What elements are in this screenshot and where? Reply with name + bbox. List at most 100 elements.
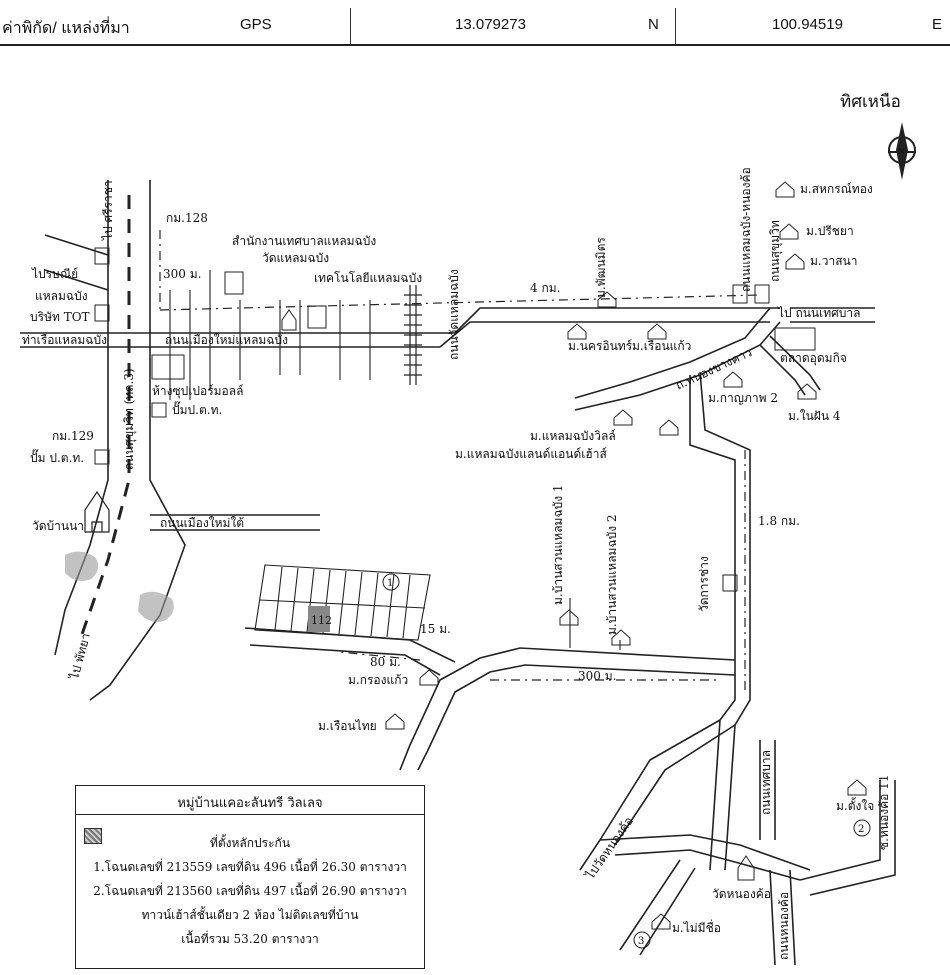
svg-text:N: N: [898, 147, 905, 156]
label-wat-bannoi: วัดบ้านนา: [32, 519, 84, 533]
label-tech: เทคโนโลยีแหลมฉบัง: [314, 271, 422, 285]
label-laemchabang: แหลมฉบัง: [35, 289, 88, 303]
house-icon: [647, 323, 667, 340]
house-icon: [659, 419, 679, 436]
house-icon: [611, 629, 631, 646]
label-road-right-top: ถนนสุขุมวิท: [768, 220, 783, 282]
lon-dir: E: [932, 16, 943, 33]
road-south-b: [699, 371, 751, 871]
label-80m: 80 ม.: [370, 655, 401, 669]
label-m-krongkaew: ม.กรองแก้ว: [348, 673, 408, 687]
label-pump2: ปั๊ม ป.ต.ท.: [30, 449, 84, 465]
label-300m-b: 300 ม.: [578, 669, 616, 683]
svg-text:3: 3: [638, 936, 644, 947]
house-icon: [651, 913, 671, 930]
house-icon: [775, 181, 795, 198]
label-municipality: สำนักงานเทศบาลแหลมฉบัง: [232, 234, 376, 248]
road-lower-diag: [579, 719, 736, 871]
route-dash-west: [339, 651, 720, 681]
label-postoffice: ไปรษณีย์: [31, 267, 78, 281]
house-icon: [419, 669, 439, 686]
label-m-wasana: ม.วาสนา: [810, 254, 857, 268]
sukhumvit-highway: [44, 180, 186, 701]
label-citygate-road: ถนนเมืองใหม่แหลมฉบัง: [165, 333, 288, 347]
legend-swatch-label: ที่ตั้งหลักประกัน: [209, 836, 291, 850]
north-label: ทิศเหนือ: [840, 92, 901, 112]
label-supermarket: ห้างซุปเปอร์มอลล์: [152, 384, 243, 399]
label-1-8km: 1.8 กม.: [758, 514, 800, 528]
label-m-naifan: ม.ในฝัน 4: [788, 409, 841, 423]
label-watdu: วัดการช่าง: [697, 556, 711, 612]
temple-icon: [281, 309, 297, 331]
house-icon: [559, 609, 579, 626]
plot-number: 112: [311, 614, 332, 627]
label-to-pattaya: ไป พัทยา: [67, 632, 93, 682]
label-sukhumvit: ถนนสุขุมวิท (ทล.3): [122, 368, 137, 470]
coordinate-header: ค่าพิกัด/ แหล่งที่มา GPS 13.079273 N 100…: [0, 0, 950, 46]
collateral-swatch: [84, 828, 102, 844]
svg-text:1: 1: [387, 578, 393, 589]
label-m-sahakorn: ม.สหกรณ์ทอง: [800, 182, 873, 196]
label-m-pattana: ม.พัฒนมิตร: [594, 237, 608, 298]
lat-value: 13.079273: [455, 16, 526, 33]
main-road-east: [439, 307, 780, 348]
temple-icon: [737, 855, 755, 881]
house-icon: [567, 323, 587, 340]
legend-line-1: 1.โฉนดเลขที่ 213559 เลขที่ดิน 496 เนื้อท…: [93, 860, 407, 874]
label-wat-nongkho: วัดหนองค้อ: [712, 887, 771, 901]
legend-line-4: เนื้อที่รวม 53.20 ตารางวา: [181, 932, 319, 946]
road-right-v: [759, 740, 776, 840]
label-m-nameless: ม.ไม่มีชื่อ: [672, 919, 721, 935]
house-icon: [613, 409, 633, 426]
road-south-a: [689, 375, 736, 871]
house-icon: [723, 371, 743, 388]
label-port: ท่าเรือแหลมฉบัง: [22, 333, 107, 347]
circle-marker-2: 2: [853, 819, 871, 837]
road-lower-h: [599, 834, 811, 881]
road-tangjai: [799, 780, 896, 896]
label-road-soi: ซ.หนองค้อ 11: [877, 775, 891, 850]
label-m-preecha: ม.ปรีชยา: [806, 224, 854, 238]
label-market: ตลาดอุดมกิจ: [780, 351, 847, 366]
label-road-east: ถนนเทศบาล: [759, 750, 773, 815]
label-wat-lcb: วัดแหลมฉบัง: [262, 251, 329, 265]
km128-label: กม.128: [166, 211, 208, 225]
legend-divider: [76, 814, 424, 815]
route-dash-north: [159, 230, 761, 311]
compass-icon: N: [888, 122, 916, 180]
lon-cell: [675, 8, 676, 44]
mueangmai-road: [150, 514, 320, 531]
label-pump1: ปั๊มป.ต.ท.: [172, 401, 222, 417]
railway-ties: [404, 294, 422, 376]
house-icon: [797, 383, 817, 400]
house-icon: [597, 291, 617, 308]
label-road-vertical-right: ถนนแหลมฉบัง-หนองค้อ: [739, 167, 753, 292]
house-icon: [785, 253, 805, 270]
label-tot: บริษัท TOT: [30, 310, 90, 324]
road-hnongkhangkhaw-s: [574, 307, 771, 399]
svg-text:2: 2: [858, 824, 864, 835]
road-east-end: [790, 307, 875, 323]
coord-label: ค่าพิกัด/ แหล่งที่มา: [2, 20, 130, 37]
label-m-tangjai: ม.ตั้งใจ: [836, 797, 874, 813]
label-road-right: ไป ถนนเทศบาล: [777, 306, 860, 320]
label-road-bottom: ถนนหนองค้อ: [777, 892, 791, 960]
lat-cell: [350, 8, 351, 44]
label-to-sriracha: ไป ศรีราชา: [101, 180, 115, 241]
label-m-kanthap: ม.กาญภาพ 2: [708, 391, 778, 405]
label-m-suan1: ม.บ้านสวนแหลมฉบัง 1: [551, 484, 565, 605]
label-mueangmai-road: ถนนเมืองใหม่ใต้: [160, 516, 244, 530]
vegetation: [65, 551, 174, 622]
label-m-nakhon: ม.นครอินทร์: [568, 339, 633, 353]
label-m-lcbland: ม.แหลมฉบังแลนด์แอนด์เฮ้าส์: [455, 447, 607, 461]
label-m-ruenthai: ม.เรือนไทย: [318, 719, 377, 733]
label-4km: 4 กม.: [530, 281, 560, 295]
label-m-lcbville: ม.แหลมฉบังวิลล์: [530, 429, 616, 443]
townhouse-blocks: 112: [254, 564, 431, 641]
label-15m: 15 ม.: [420, 622, 451, 636]
source-value: GPS: [240, 16, 272, 33]
road-bottom: [769, 869, 796, 966]
circle-marker-1: 1: [382, 573, 400, 591]
lat-dir: N: [648, 16, 659, 33]
dist-300m-a: 300 ม.: [163, 267, 201, 281]
